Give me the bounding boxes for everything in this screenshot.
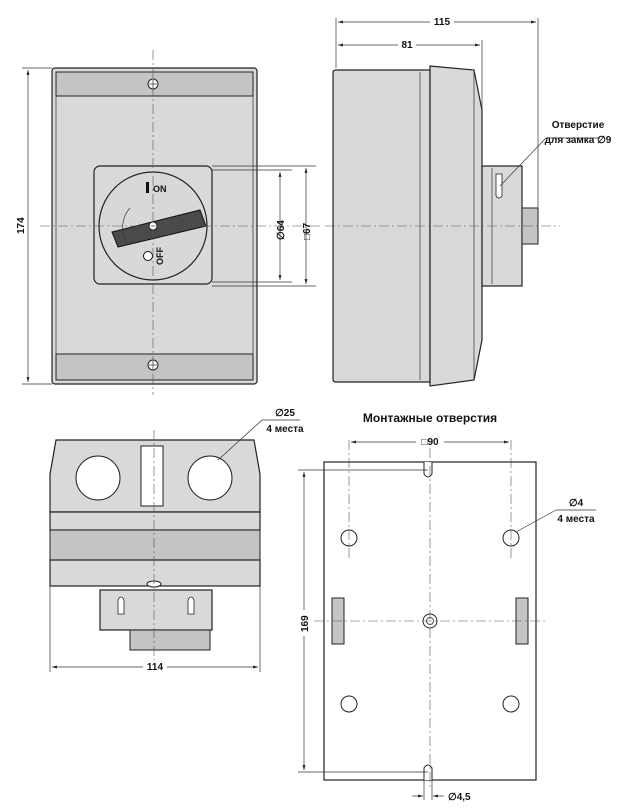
lock-hole-label-line2: для замка ∅9	[545, 135, 612, 146]
lock-hole-label-line1: Отверстие	[552, 120, 605, 131]
mounting-slot-bottom	[423, 764, 433, 780]
lock-hole-icon	[495, 173, 503, 199]
switch-square-dim: □67	[302, 222, 313, 240]
on-label: ON	[153, 184, 167, 194]
bottom-view: ∅25 4 места 114	[49, 408, 304, 673]
handle-diameter-dim: ∅64	[276, 220, 287, 240]
cable-hole-dim: ∅25	[275, 408, 295, 419]
bottom-band-1	[49, 511, 261, 531]
mounting-hole-count: 4 места	[557, 514, 595, 525]
rotation-arrow-icon	[122, 207, 131, 241]
bottom-handle-block	[99, 589, 213, 631]
cable-hole-count: 4 места	[266, 424, 304, 435]
mounting-height-dim: 169	[300, 615, 311, 632]
off-indicator-icon	[143, 251, 153, 261]
mounting-slot-top	[423, 462, 433, 478]
cable-hole-right	[187, 455, 233, 501]
bottom-shaft	[129, 629, 211, 651]
bottom-band-2	[49, 529, 261, 561]
top-screw-icon	[147, 78, 159, 90]
cable-hole-left	[75, 455, 121, 501]
off-label: OFF	[155, 247, 165, 265]
mounting-hole-dim: ∅4	[569, 498, 584, 509]
side-view: 115 81 Отверстие для замка ∅9	[325, 15, 612, 387]
mounting-hole-bottom-left	[340, 695, 358, 713]
on-indicator-icon	[146, 182, 149, 193]
side-total-depth-dim: 115	[434, 17, 451, 28]
front-view: ON OFF 174 ∅64 □67	[16, 50, 320, 395]
bottom-center-slot	[140, 445, 164, 507]
mounting-title: Монтажные отверстия	[363, 411, 497, 425]
mounting-slot-dim: ∅4,5	[448, 792, 471, 803]
front-height-dim: 174	[16, 217, 27, 234]
mounting-spacing-dim: □90	[421, 437, 439, 448]
side-body-depth-dim: 81	[401, 40, 413, 51]
mounting-view: Монтажные отверстия □90 ∅4 4 места	[296, 411, 596, 803]
mounting-hole-bottom-right	[502, 695, 520, 713]
bottom-width-dim: 114	[147, 662, 164, 673]
